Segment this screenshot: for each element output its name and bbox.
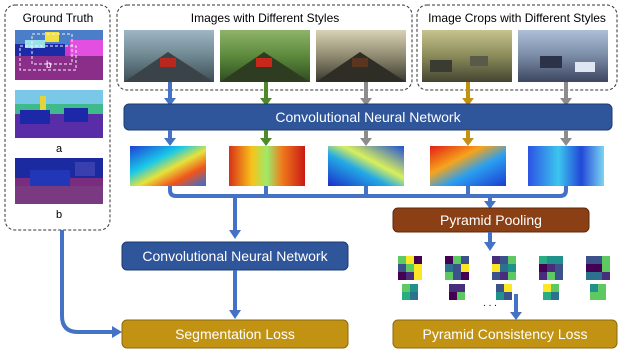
crops-group: Image Crops with Different Styles	[416, 4, 618, 91]
collector-arrows	[168, 186, 568, 239]
heatmap-5	[528, 146, 604, 186]
pyramid-pooling-box: Pyramid Pooling	[392, 207, 590, 233]
heatmap-1	[130, 146, 206, 186]
pooled-grid-1	[398, 256, 422, 300]
cnn-top-box: Convolutional Neural Network	[123, 103, 613, 131]
pyramid-pooling-label: Pyramid Pooling	[440, 212, 542, 228]
grids-to-loss-arrow	[510, 294, 522, 320]
gt-to-seg-arrow	[60, 230, 122, 338]
ground-truth-image-b	[15, 158, 103, 204]
style-image-3	[316, 30, 406, 82]
style-image-1	[124, 30, 214, 82]
cnn-bottom-label: Convolutional Neural Network	[142, 248, 328, 264]
pooled-grid-4	[539, 256, 563, 300]
ground-truth-image-1: b	[15, 30, 103, 80]
crop-image-2	[518, 30, 608, 82]
pooled-grid-5	[586, 256, 610, 300]
pooling-arrow	[484, 232, 496, 251]
ground-truth-group: Ground Truth b a	[4, 4, 111, 231]
pooled-grid-2	[445, 256, 469, 300]
pooled-grid-3	[492, 256, 516, 300]
crops-title: Image Crops with Different Styles	[428, 11, 606, 25]
pyramid-consistency-loss-label: Pyramid Consistency Loss	[423, 326, 588, 342]
crop-image-1	[422, 30, 512, 82]
heatmap-3	[328, 146, 404, 186]
pyramid-consistency-loss-box: Pyramid Consistency Loss	[392, 319, 618, 349]
ground-truth-label-b: b	[56, 209, 62, 221]
cnn-bottom-box: Convolutional Neural Network	[121, 241, 349, 271]
input-arrows	[164, 82, 572, 106]
ground-truth-image-a	[15, 90, 103, 138]
pyramid-pooled-grids	[398, 256, 610, 300]
segmentation-loss-label: Segmentation Loss	[175, 326, 295, 342]
cnn-to-heatmap-arrows	[164, 130, 572, 146]
style-image-2	[220, 30, 310, 82]
ground-truth-label-a: a	[56, 143, 63, 155]
heatmap-2	[229, 146, 305, 186]
heatmap-4	[430, 146, 506, 186]
cnn-top-label: Convolutional Neural Network	[275, 109, 461, 125]
styles-group: Images with Different Styles	[116, 4, 413, 91]
feature-heatmaps	[130, 146, 604, 186]
cnn-to-seg-arrow	[229, 270, 241, 319]
styles-title: Images with Different Styles	[191, 11, 340, 25]
segmentation-loss-box: Segmentation Loss	[121, 319, 349, 349]
ground-truth-title: Ground Truth	[23, 11, 94, 25]
ground-truth-inset-b-label: b	[46, 60, 52, 71]
grids-ellipsis: . . .	[483, 298, 497, 309]
